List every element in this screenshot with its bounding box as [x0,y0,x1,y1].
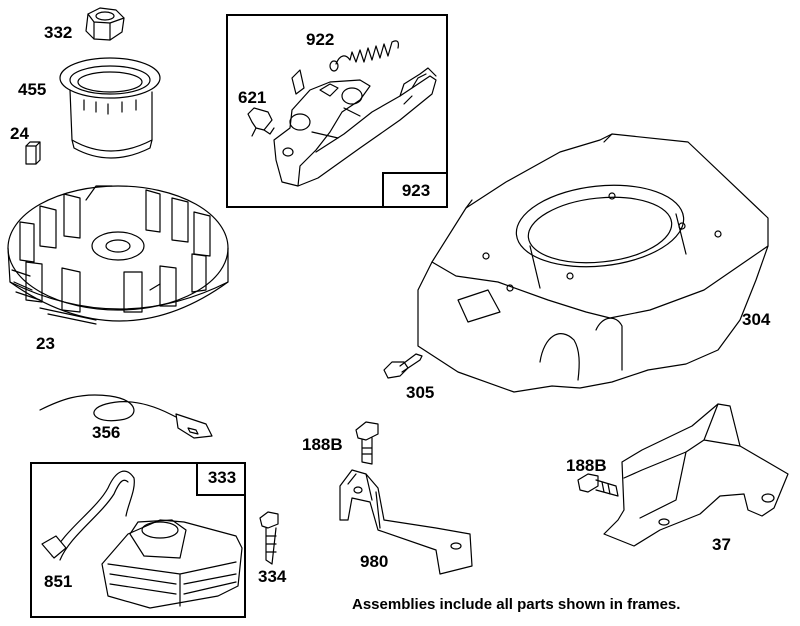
label-188B-center: 188B [302,435,343,454]
assembly-frame-923 [226,14,448,208]
hex-nut-icon [86,8,124,40]
governor-spring-icon [330,41,398,71]
label-980: 980 [360,552,389,571]
label-356: 356 [92,423,121,442]
armature-assembly-icon [102,520,242,608]
label-851: 851 [44,572,73,591]
label-37: 37 [712,535,731,554]
control-bracket-icon [340,470,472,574]
label-455: 455 [18,80,47,99]
control-bracket-assembly-icon [274,68,436,186]
label-334: 334 [258,567,287,586]
screw-icon [356,422,378,464]
frames-note: Assemblies include all parts shown in fr… [352,596,681,613]
starter-cup-icon [60,58,160,158]
assembly-tag-923: 923 [382,172,448,208]
screw-icon [260,512,278,564]
label-305: 305 [406,383,435,402]
ground-wire-icon [40,395,212,438]
label-332: 332 [44,23,73,42]
governor-link-icon [248,108,274,136]
label-621: 621 [238,88,267,107]
screw-icon [578,474,618,496]
label-23: 23 [36,334,55,353]
assembly-tag-333: 333 [196,462,246,496]
label-304: 304 [742,310,771,329]
screw-icon [384,354,422,378]
flywheel-key-icon [26,142,40,164]
assembly-frame-333 [30,462,246,618]
label-922: 922 [306,30,335,49]
flywheel-icon [8,186,228,324]
spark-plug-terminal-icon [42,471,134,560]
blower-housing-icon [418,134,768,392]
label-24: 24 [10,124,29,143]
cylinder-shield-icon [604,404,788,546]
label-188B-right: 188B [566,456,607,475]
